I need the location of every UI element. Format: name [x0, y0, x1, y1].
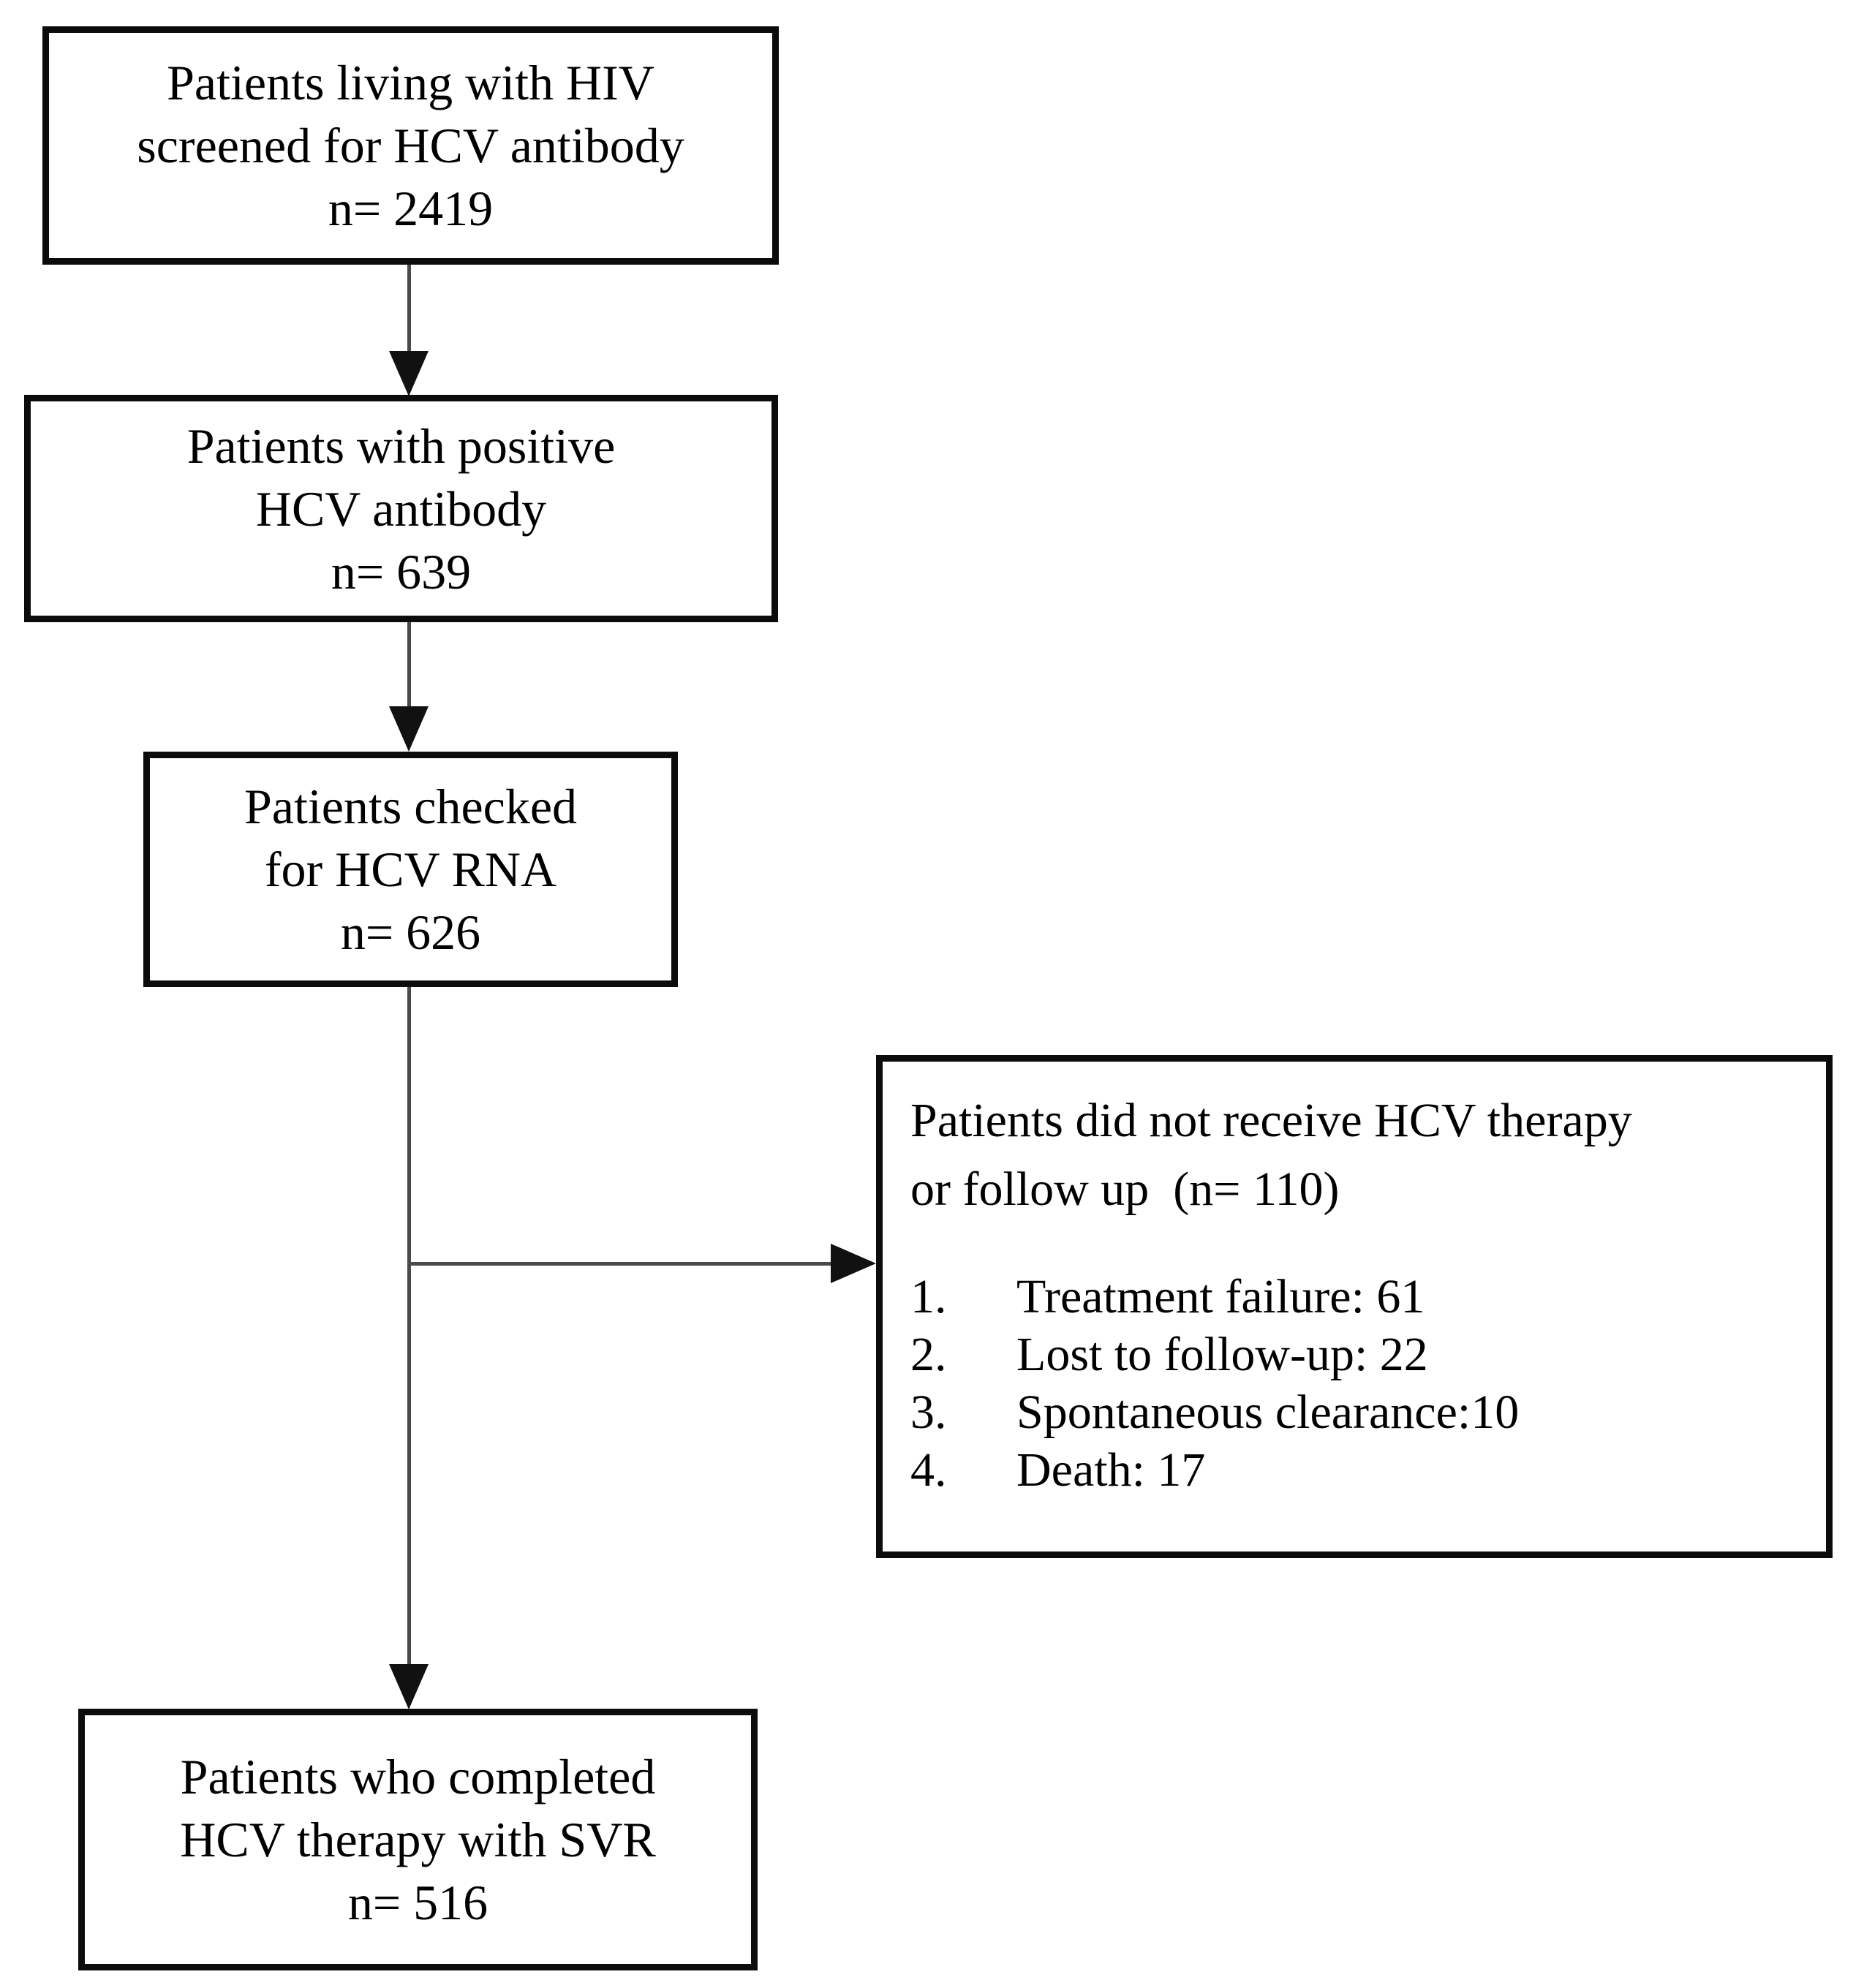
- arrowhead-down-icon: [389, 706, 429, 752]
- box-screened-line2: screened for HCV antibody: [137, 118, 684, 173]
- arrowhead-down-icon: [389, 351, 429, 396]
- box-excluded: Patients did not receive HCV therapy or …: [876, 1055, 1833, 1558]
- box-positive-line1: Patients with positive: [186, 417, 616, 474]
- box-svr-line3: n= 516: [347, 1875, 488, 1930]
- excluded-item-text: Spontaneous clearance:10: [1016, 1386, 1520, 1439]
- excluded-item-text: Death: 17: [1016, 1443, 1206, 1497]
- connector-rna-to-svr-line: [407, 987, 411, 1667]
- excluded-list-item: 3. Spontaneous clearance:10: [910, 1383, 1808, 1441]
- box-positive: Patients with positive HCV antibody n= 6…: [24, 395, 778, 622]
- excluded-item-number: 2.: [910, 1328, 947, 1381]
- excluded-reason-list: 1. Treatment failure: 61 2. Lost to foll…: [910, 1268, 1808, 1499]
- excluded-list-item: 2. Lost to follow-up: 22: [910, 1326, 1808, 1383]
- excluded-item-text: Treatment failure: 61: [1016, 1270, 1425, 1323]
- box-screened-line1: Patients living with HIV: [167, 55, 654, 110]
- arrowhead-right-icon: [831, 1244, 876, 1283]
- connector-positive-to-rna-line: [407, 622, 411, 709]
- box-rna-line1: Patients checked: [244, 779, 578, 834]
- excluded-item-number: 3.: [910, 1386, 947, 1439]
- excluded-item-number: 4.: [910, 1443, 947, 1497]
- box-svr-line1: Patients who completed: [180, 1749, 656, 1804]
- box-rna: Patients checked for HCV RNA n= 626: [143, 752, 678, 987]
- excluded-list-item: 4. Death: 17: [910, 1441, 1808, 1499]
- box-rna-line3: n= 626: [340, 904, 481, 960]
- excluded-item-text: Lost to follow-up: 22: [1016, 1328, 1428, 1381]
- excluded-item-number: 1.: [910, 1270, 947, 1323]
- box-svr-line2: HCV therapy with SVR: [180, 1812, 656, 1867]
- box-excluded-title-line1: Patients did not receive HCV therapy: [910, 1094, 1632, 1147]
- box-rna-line2: for HCV RNA: [264, 842, 557, 897]
- box-svr: Patients who completed HCV therapy with …: [78, 1709, 758, 1970]
- excluded-list-item: 1. Treatment failure: 61: [910, 1268, 1808, 1326]
- connector-screened-to-positive-line: [407, 265, 411, 354]
- box-excluded-title-line2: or follow up (n= 110): [910, 1163, 1340, 1216]
- connector-branch-to-excluded-line: [409, 1262, 833, 1266]
- box-screened-line3: n= 2419: [328, 181, 494, 236]
- box-positive-line2: HCV antibody: [255, 480, 547, 537]
- arrowhead-down-icon: [389, 1664, 429, 1709]
- box-screened: Patients living with HIV screened for HC…: [42, 26, 779, 265]
- box-positive-line3: n= 639: [331, 543, 472, 600]
